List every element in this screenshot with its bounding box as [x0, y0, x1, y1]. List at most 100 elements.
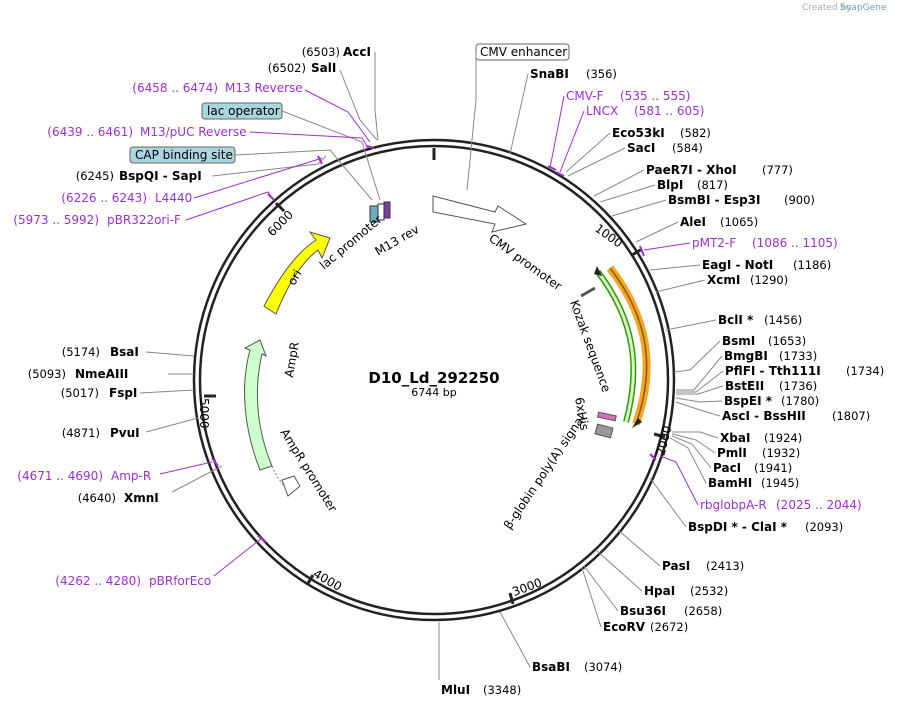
leader-blpi: [599, 184, 656, 203]
leader-pmli: [671, 433, 716, 454]
site-blpi: BlpI: [657, 178, 683, 192]
site-pos-alei: (1065): [720, 215, 758, 229]
primer-range-m13-reverse: (6458 .. 6474): [132, 81, 218, 95]
site-pos-bamhi: (1945): [761, 476, 799, 490]
site-pos-xmni: (4640): [78, 491, 116, 505]
leader-pvui: [145, 417, 199, 433]
ori-label: ori: [285, 267, 305, 288]
ampr-arrow: [243, 339, 273, 471]
cmv-promoter-arrow: [432, 195, 528, 233]
primer-cmvf: CMV-F: [566, 89, 604, 103]
site-pos-clai: (2093): [805, 520, 843, 534]
leader-pmt2f: [643, 242, 691, 251]
leader-bspei: [675, 397, 723, 403]
leader-pbrforeco: [213, 537, 263, 577]
site-pos-bcli: (1456): [764, 313, 802, 327]
primer-mark-pmt2f: [639, 245, 645, 257]
site-bmgbi: BmgBI: [724, 349, 768, 363]
leader-bsu36i: [583, 565, 619, 612]
leader-fspi: [139, 389, 195, 394]
primer-mark-l4440: [317, 155, 323, 165]
leader-bmgbi: [676, 355, 723, 391]
leader-ampr-primer: [159, 461, 213, 475]
primer-range-m13-puc: (6439 .. 6461): [47, 125, 133, 139]
site-bsai: BsaI: [110, 345, 139, 359]
leader-bspqi: [211, 155, 327, 177]
site-pos-snabi: (356): [586, 67, 617, 81]
primer-m13-reverse: M13 Reverse: [225, 81, 303, 95]
leader-m13-puc: [249, 131, 369, 149]
leader-xcmi: [655, 279, 706, 293]
site-pos-mlui: (3348): [483, 683, 521, 697]
primer-range-lncx: (581 .. 605): [634, 104, 704, 118]
site-bsteii: BstEII: [725, 379, 764, 393]
site-pos-tth111i: (1734): [846, 364, 884, 378]
backbone-inner-ring: [198, 144, 670, 616]
tick-2000-mark: [653, 432, 666, 439]
site-pvui: PvuI: [110, 426, 140, 440]
orf-green-core: [596, 271, 635, 423]
kozak-mark: [580, 286, 596, 298]
cmv-enhancer-label: CMV enhancer: [480, 45, 567, 59]
site-pos-paci: (1941): [754, 461, 792, 475]
cap-binding-label: CAP binding site: [135, 148, 233, 162]
orf-orange-head: [632, 418, 642, 428]
leader-bsteii: [676, 385, 724, 395]
site-acci: AccI: [343, 45, 371, 59]
tick-4000-mark: [305, 574, 315, 586]
site-pos-bsteii: (1736): [779, 379, 817, 393]
lac-operator-leader: [281, 110, 381, 201]
leader-bsmbi: [611, 199, 667, 217]
site-pos-bspqi: (6245): [76, 169, 114, 183]
leader-clai: [649, 477, 687, 528]
snapgene-logo: SnapGene: [840, 3, 887, 13]
polya-mark: [594, 423, 614, 439]
site-pos-xbai: (1924): [764, 431, 802, 445]
ampr-label: AmpR: [282, 341, 302, 379]
primer-range-pmt2f: (1086 .. 1105): [752, 236, 838, 250]
primer-pmt2f: pMT2-F: [692, 236, 736, 250]
site-mlui: MluI: [441, 683, 470, 697]
site-sali: SalI: [311, 61, 336, 75]
tick-2000: 2000: [653, 424, 674, 457]
tick-5000: 5000: [197, 398, 211, 429]
leader-eco53ki: [565, 132, 611, 173]
primer-l4440: L4440: [155, 191, 192, 205]
site-pos-ecorv: (2672): [650, 620, 688, 634]
cap-binding-leader: [234, 149, 373, 201]
primer-range-ampr: (4671 .. 4690): [17, 469, 103, 483]
tick-6000-mark: [274, 201, 286, 213]
orf-orange-core: [609, 267, 648, 425]
leader-saci: [567, 147, 626, 177]
leader-noti: [649, 264, 701, 271]
ampr-promoter-label: AmpR promoter: [277, 426, 339, 514]
primer-lncx: LNCX: [586, 104, 618, 118]
site-bspei: BspEI *: [724, 394, 773, 408]
site-pos-pmli: (1932): [762, 446, 800, 460]
leader-pasi: [617, 529, 661, 567]
leader-acci: [374, 52, 379, 141]
site-pmli: PmlI: [717, 446, 747, 460]
leader-bcli: [665, 319, 717, 331]
tick-3000-mark: [508, 592, 515, 605]
primer-range-pbrforeco: (4262 .. 4280): [55, 574, 141, 588]
site-tth111i: PflFI - Tth111I: [725, 364, 821, 378]
leader-alei: [635, 221, 679, 243]
primer-range-cmvf: (535 .. 555): [620, 89, 690, 103]
site-nmeaiii: NmeAIII: [75, 367, 128, 381]
site-pos-pvui: (4871): [62, 426, 100, 440]
leader-cmvf: [549, 95, 565, 169]
site-pos-bmgbi: (1733): [779, 349, 817, 363]
primer-mark-pbrforeco: [257, 535, 267, 543]
site-pos-sali: (6502): [268, 61, 306, 75]
site-pos-xhoi: (777): [762, 163, 793, 177]
leader-bsai: [145, 351, 195, 357]
site-bcli: BclI *: [718, 313, 754, 327]
his-tag-mark: [596, 411, 617, 422]
primer-mark-ampr: [211, 457, 219, 467]
leader-snabi: [509, 73, 529, 155]
primer-mark-pbr322ori: [267, 193, 275, 201]
primer-mark-cmvf: [547, 165, 557, 171]
primer-m13-puc: M13/pUC Reverse: [140, 125, 247, 139]
